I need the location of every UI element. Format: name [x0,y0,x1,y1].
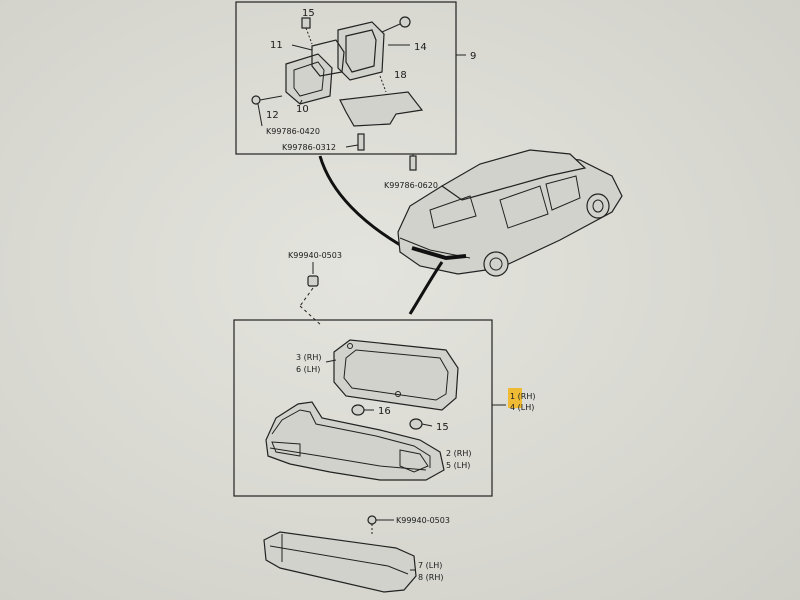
screw-12 [251,95,283,105]
lower-assembly-box [233,319,493,497]
lamp-housing [337,16,411,81]
lamp-bracket [339,91,424,127]
label-part-11: 11 [270,40,283,51]
label-clip-code-upper: K99940-0503 [288,251,342,260]
upper-assembly-box [235,1,457,155]
label-code-0420: K99786-0420 [266,127,320,136]
label-code-0620: K99786-0620 [384,181,438,190]
upper-ref-number: 9 [470,51,476,62]
bulb-16 [351,404,374,416]
label-bumper-lh: 7 (LH) [418,561,442,570]
label-part-12: 12 [266,110,279,121]
label-ref-rh: 1 (RH) [510,392,535,401]
lamp-lens [285,53,333,105]
bulb-15 [301,17,311,29]
label-code-0312: K99786-0312 [282,143,336,152]
lamp-gasket [311,39,345,77]
label-part-10: 10 [296,104,309,115]
pointer-lower [408,261,444,315]
tail-lamp-gasket [333,339,459,411]
label-bumper-rh: 8 (RH) [418,573,443,582]
label-bulb-16: 16 [378,406,391,417]
label-part-15: 15 [302,8,315,19]
bulb-15-lower [409,418,433,430]
clip-upper [307,275,319,287]
highlight-marker [508,388,522,408]
car-illustration [397,149,623,277]
label-bulb-15: 15 [436,422,449,433]
label-lens-lh: 5 (LH) [446,461,470,470]
label-part-14: 14 [414,42,427,53]
tail-lamp-lens [265,401,445,481]
label-clip-code-lower: K99940-0503 [396,516,450,525]
label-gasket-lh: 6 (LH) [296,365,320,374]
screw-0620 [409,155,417,171]
bumper-reflector [263,531,417,593]
label-part-18: 18 [394,70,407,81]
label-ref-lh: 4 (LH) [510,403,534,412]
label-lens-rh: 2 (RH) [446,449,471,458]
label-gasket-rh: 3 (RH) [296,353,321,362]
clip-lower [367,515,377,525]
screw-0312 [357,133,365,151]
